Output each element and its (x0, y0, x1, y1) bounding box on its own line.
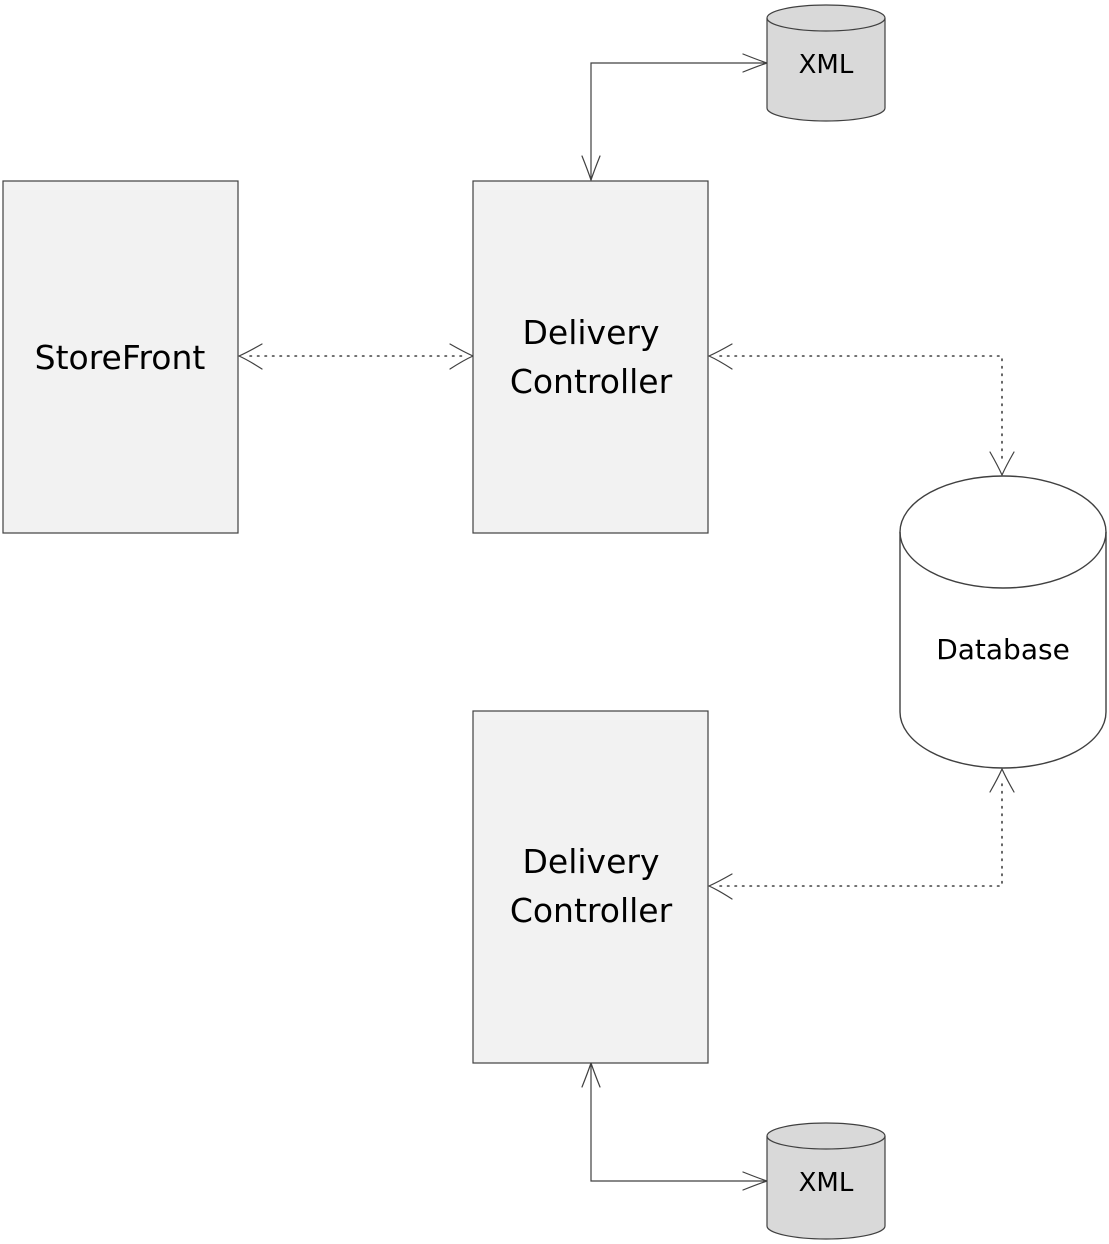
delivery-controller-node-1: Delivery Controller (472, 180, 709, 534)
arrowhead-down-icon (581, 155, 601, 182)
xml-top-label: XML (799, 50, 854, 80)
edge-xml-top-dc1 (581, 53, 769, 182)
arrowhead-left-icon (707, 873, 733, 900)
edge-storefront-dc1 (237, 343, 475, 370)
database-label: Database (936, 633, 1070, 666)
storefront-label: StoreFront (35, 338, 206, 377)
storefront-node: StoreFront (2, 180, 239, 534)
database-cylinder-icon (899, 475, 1107, 769)
xml-bottom-node: XML (766, 1122, 886, 1240)
arrowhead-left-icon (707, 343, 733, 370)
delivery-controller-2-label-line2: Controller (510, 891, 673, 930)
arrowhead-down-icon (989, 451, 1015, 477)
delivery-controller-1-label-line1: Delivery (523, 313, 660, 352)
arrowhead-left-icon (237, 343, 263, 370)
delivery-controller-node-2: Delivery Controller (472, 710, 709, 1064)
xml-bottom-cylinder-icon (766, 1122, 886, 1240)
edge-dc2-database (707, 767, 1015, 900)
delivery-controller-1-label-line2: Controller (510, 362, 673, 401)
xml-bottom-label: XML (799, 1168, 854, 1198)
database-node: Database (899, 475, 1107, 769)
edge-dc1-database (707, 343, 1015, 477)
xml-top-node: XML (766, 4, 886, 122)
edge-xml-bottom-dc2 (581, 1061, 769, 1191)
delivery-controller-2-label-line1: Delivery (523, 842, 660, 881)
arrowhead-up-icon (989, 767, 1015, 793)
xml-top-cylinder-icon (766, 4, 886, 122)
